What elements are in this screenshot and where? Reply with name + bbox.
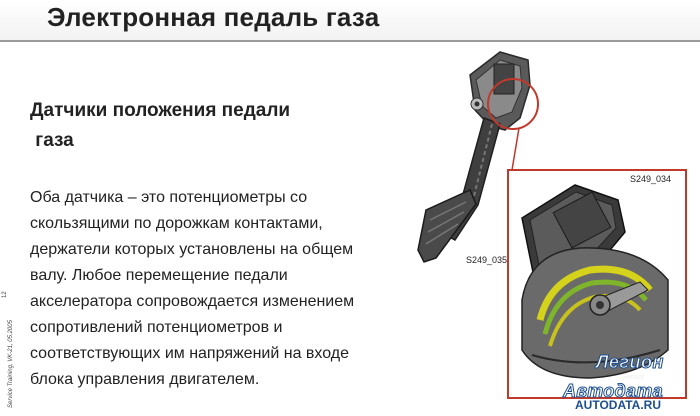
highlight-circle xyxy=(487,78,539,130)
watermark-site: AUTODATA.RU xyxy=(575,398,661,412)
watermark-logo-line2: Автодата xyxy=(563,381,664,402)
paragraph-line: Оба датчика – это потенциометры со xyxy=(30,189,308,206)
figure-label-pedal: S249_035 xyxy=(466,255,508,265)
sensor-inset-frame xyxy=(507,169,687,399)
paragraph-line: держатели которых установлены на общем xyxy=(30,241,354,258)
pedal-pad xyxy=(417,189,477,263)
paragraph-line: скользящими по дорожкам контактами, xyxy=(30,215,323,232)
paragraph-line: соответствующих им напряжений на входе xyxy=(30,345,350,362)
watermark-logo-line1: Легион xyxy=(596,352,664,373)
section-heading: Датчики положения педали газа xyxy=(30,100,291,151)
page-title: Электронная педаль газа xyxy=(47,2,380,32)
paragraph-line: сопротивлений потенциометров и xyxy=(30,319,283,336)
figure-label-sensor-bottom: Sensor xyxy=(622,374,645,381)
paragraph-line: валу. Любое перемещение педали xyxy=(30,267,288,284)
title-bar: Электронная педаль газа xyxy=(0,0,700,42)
paragraph-line: акселератора сопровождается изменением xyxy=(30,293,355,310)
paragraph-line: блока управления двигателем. xyxy=(30,371,260,388)
pedal-bracket xyxy=(469,51,531,131)
figure-label-sensor: S249_034 xyxy=(630,174,672,184)
body-paragraph: Оба датчика – это потенциометры со сколь… xyxy=(30,185,385,393)
sensor-closeup xyxy=(521,184,669,379)
callout-line xyxy=(511,127,520,171)
